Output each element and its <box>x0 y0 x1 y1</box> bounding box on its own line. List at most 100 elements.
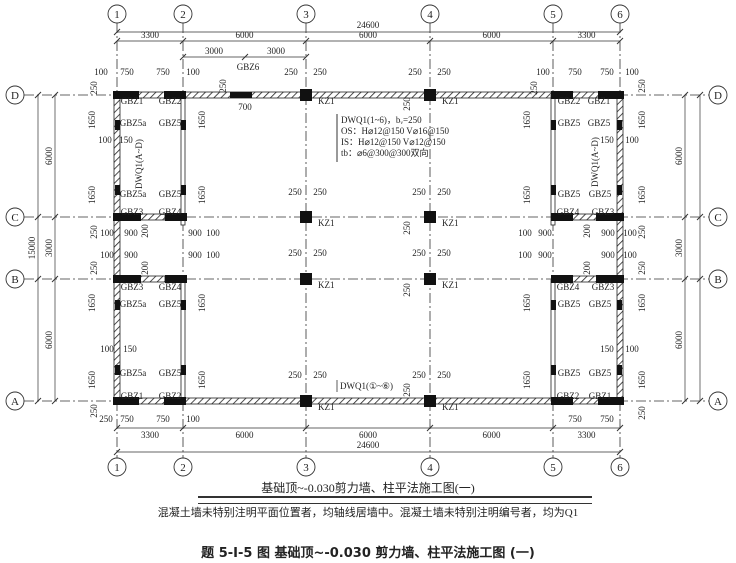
label-d1650: 1650 <box>522 294 532 313</box>
label-d200: 200 <box>140 224 150 238</box>
column-gbz5 <box>115 120 120 130</box>
dim-tick <box>696 397 704 405</box>
column-gbz3 <box>113 275 141 283</box>
label-gbz3: GBZ3 <box>592 207 615 217</box>
axis-label: B <box>11 274 18 286</box>
dim-tick <box>51 213 59 221</box>
label-d100: 100 <box>98 135 112 145</box>
dim-span-y-right: 6000 <box>674 147 684 166</box>
column-gbz5 <box>617 365 622 375</box>
title-underline <box>198 496 592 504</box>
column-gbz5 <box>181 185 186 195</box>
dim-tick <box>681 91 689 99</box>
column-kz1 <box>424 89 436 101</box>
label-d250: 250 <box>313 187 327 197</box>
label-gbz5: GBZ5 <box>558 118 581 128</box>
label-d1650: 1650 <box>87 186 97 205</box>
label-d250: 250 <box>89 225 99 239</box>
dim-tick <box>681 275 689 283</box>
label-d250: 250 <box>437 248 451 258</box>
dim-span-y-right: 3000 <box>674 239 684 258</box>
label-d100: 100 <box>186 67 200 77</box>
axis-bubble <box>296 457 316 477</box>
drawing-title: 基础顶~-0.030剪力墙、柱平法施工图(一) <box>261 481 475 495</box>
label-d250: 250 <box>313 67 327 77</box>
axis-label: C <box>714 212 721 224</box>
column-kz1 <box>300 89 312 101</box>
label-d250: 250 <box>218 79 228 93</box>
axis-label: 5 <box>550 462 556 474</box>
label-gbz5: GBZ5 <box>159 299 182 309</box>
column-gbz1 <box>113 397 139 405</box>
wall-axis-6 <box>616 94 624 402</box>
dim-tick <box>696 213 704 221</box>
label-gbz5: GBZ5 <box>589 368 612 378</box>
column-kz1 <box>300 211 312 223</box>
dim-span-bottom: 6000 <box>359 430 378 440</box>
dim-tick <box>302 53 310 61</box>
label-d250: 250 <box>313 370 327 380</box>
label-kz1: KZ1 <box>318 402 335 412</box>
label-d900: 900 <box>188 250 202 260</box>
column-gbz3 <box>113 213 141 221</box>
dim-tick <box>616 37 624 45</box>
label-d900: 900 <box>538 228 552 238</box>
dim-span-y: 6000 <box>44 147 54 166</box>
axis-bubble <box>173 4 193 24</box>
label-gbz2: GBZ2 <box>159 96 182 106</box>
label-gbz5: GBZ5 <box>588 118 611 128</box>
column-gbz2 <box>551 91 573 99</box>
label-d900: 900 <box>538 250 552 260</box>
label-gbz2: GBZ2 <box>159 391 182 401</box>
label-d1650: 1650 <box>637 186 647 205</box>
axis-label: 6 <box>617 462 623 474</box>
wall-axis-A <box>116 397 621 405</box>
column-gbz5 <box>551 365 556 375</box>
label-d100: 100 <box>518 250 532 260</box>
dim-tick <box>302 424 310 432</box>
dim-tick <box>681 213 689 221</box>
label-d900: 900 <box>124 228 138 238</box>
column-kz1 <box>424 273 436 285</box>
axis-bubble <box>708 85 728 105</box>
label-gbz5a: GBZ5a <box>120 118 147 128</box>
wall-thin <box>180 94 186 226</box>
label-d150: 150 <box>119 135 133 145</box>
label-d100: 100 <box>625 344 639 354</box>
column-gbz5 <box>115 185 120 195</box>
label-gbz5a: GBZ5a <box>120 189 147 199</box>
dim-tick <box>179 53 187 61</box>
label-gbz5: GBZ5 <box>589 189 612 199</box>
label-kz1: KZ1 <box>318 218 335 228</box>
column-gbz5 <box>181 120 186 130</box>
dim-tick <box>616 448 624 456</box>
axis-label: 4 <box>427 462 433 474</box>
axis-bubble <box>708 391 728 411</box>
label-d100: 100 <box>100 228 114 238</box>
dim-tick <box>549 424 557 432</box>
column-gbz5 <box>115 365 120 375</box>
dim-span-bottom: 6000 <box>236 430 255 440</box>
label-d250: 250 <box>437 187 451 197</box>
label-d100: 100 <box>100 344 114 354</box>
label-d1650: 1650 <box>637 294 647 313</box>
dim-tick <box>51 91 59 99</box>
axis-bubble <box>5 207 25 227</box>
column-gbz2 <box>164 397 186 405</box>
axis-label: 4 <box>427 9 433 21</box>
dim-span-y: 3000 <box>44 239 54 258</box>
label-gbz4: GBZ4 <box>557 207 580 217</box>
label-d1650: 1650 <box>637 371 647 390</box>
label-d900: 900 <box>601 228 615 238</box>
label-d200: 200 <box>582 261 592 275</box>
wall-axis-D <box>116 91 621 99</box>
axis-bubble <box>107 457 127 477</box>
label-d250: 250 <box>412 370 426 380</box>
label-d250: 250 <box>288 370 302 380</box>
column-kz1 <box>300 395 312 407</box>
label-d100: 100 <box>206 250 220 260</box>
figure-caption: 题 5-Ⅰ-5 图 基础顶~-0.030 剪力墙、柱平法施工图 (一) <box>201 546 535 561</box>
label-gbz4: GBZ4 <box>159 207 182 217</box>
